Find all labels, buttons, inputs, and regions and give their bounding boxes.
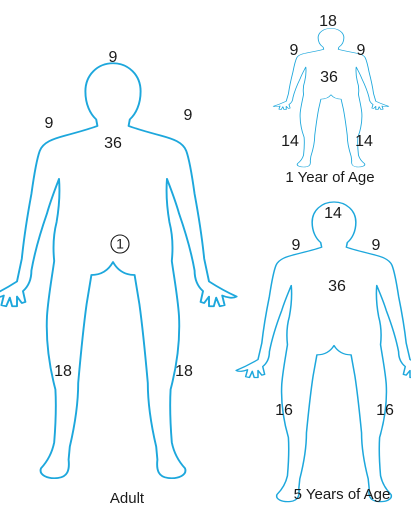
five-years-figure: 14 9 9 36 16 16 5 Years of Age (236, 202, 411, 503)
one-year-left-arm-value: 9 (290, 42, 299, 59)
five-years-trunk-value: 36 (328, 278, 346, 295)
adult-right-arm-value: 9 (184, 107, 193, 124)
one-year-right-leg-value: 14 (355, 133, 373, 150)
one-year-head-value: 18 (319, 13, 337, 30)
five-years-head-value: 14 (324, 205, 342, 222)
one-year-caption: 1 Year of Age (285, 169, 374, 186)
one-year-right-arm-value: 9 (357, 42, 366, 59)
one-year-left-leg-value: 14 (281, 133, 299, 150)
adult-trunk-value: 36 (104, 135, 122, 152)
one-year-trunk-value: 36 (320, 69, 338, 86)
adult-body-outline (0, 63, 237, 478)
adult-right-leg-value: 18 (175, 363, 193, 380)
five-years-right-arm-value: 9 (372, 237, 381, 254)
adult-left-leg-value: 18 (54, 363, 72, 380)
five-years-body-outline (236, 202, 411, 502)
adult-perineum-value: 1 (116, 236, 124, 252)
five-years-left-leg-value: 16 (275, 402, 293, 419)
five-years-caption: 5 Years of Age (294, 486, 391, 503)
adult-figure: 9 9 9 36 1 18 18 Adult (0, 49, 237, 507)
adult-head-value: 9 (109, 49, 118, 66)
five-years-right-leg-value: 16 (376, 402, 394, 419)
five-years-left-arm-value: 9 (292, 237, 301, 254)
adult-caption: Adult (110, 490, 145, 507)
one-year-figure: 18 9 9 36 14 14 1 Year of Age (273, 13, 388, 186)
adult-left-arm-value: 9 (45, 115, 54, 132)
